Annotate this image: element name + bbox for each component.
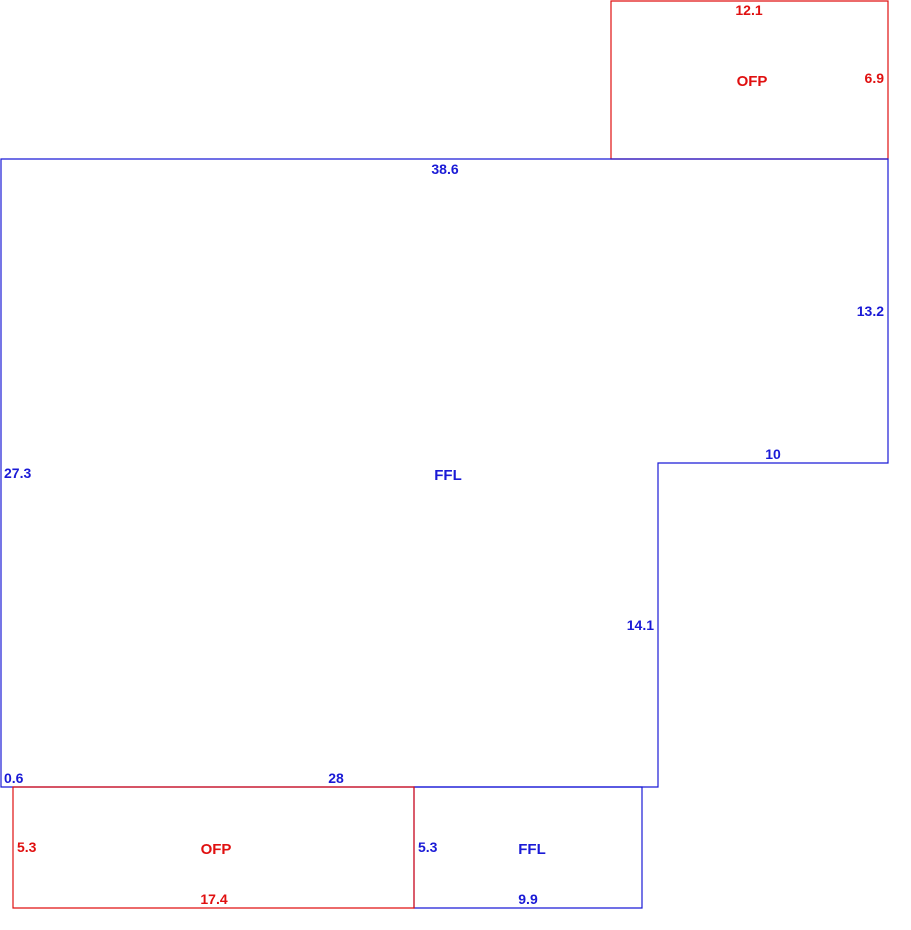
- top-ofp-right-dimension: 6.9: [865, 70, 885, 86]
- bottom-ofp-area-code: OFP: [201, 841, 232, 858]
- top-ofp-area-code: OFP: [737, 73, 768, 90]
- main-ffl-top-dimension: 38.6: [431, 161, 458, 177]
- main-ffl-right-upper-dimension: 13.2: [857, 303, 884, 319]
- main-ffl-right-lower-dimension: 14.1: [627, 617, 654, 633]
- main-ffl-step-dimension: 10: [765, 446, 781, 462]
- main-ffl-left-dimension: 27.3: [4, 465, 31, 481]
- small-ffl-left-dimension: 5.3: [418, 839, 438, 855]
- main-ffl-corner-dimension: 0.6: [4, 770, 24, 786]
- top-ofp-top-dimension: 12.1: [735, 2, 762, 18]
- bottom-ofp-outline: [12, 786, 415, 909]
- bottom-ofp-left-dimension: 5.3: [17, 839, 37, 855]
- small-ffl-bottom-dimension: 9.9: [518, 891, 538, 907]
- main-ffl-outline: [0, 158, 889, 788]
- bottom-ofp-bottom-dimension: 17.4: [200, 891, 227, 907]
- main-ffl-bottom-dimension: 28: [328, 770, 344, 786]
- small-ffl-area-code: FFL: [518, 841, 546, 858]
- main-ffl-area-code: FFL: [434, 467, 462, 484]
